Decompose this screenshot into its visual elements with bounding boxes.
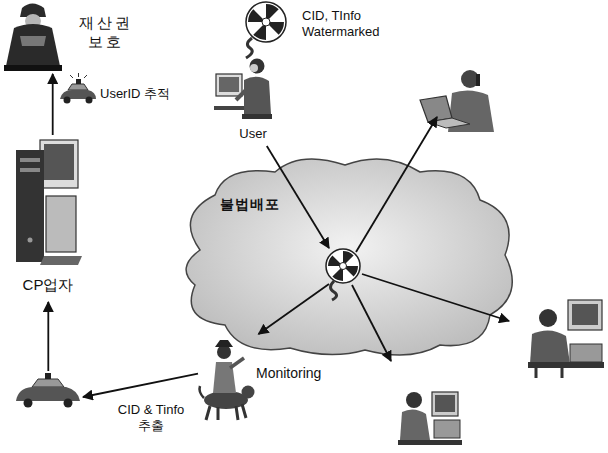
cd-icon: [246, 2, 286, 58]
rider-head: [217, 345, 231, 359]
drive-bay: [20, 168, 40, 172]
spread-arrow: [352, 285, 391, 361]
statue-arms: [20, 36, 46, 46]
car-siren: [45, 373, 51, 379]
node-label: CID, TInfo Watermarked: [302, 8, 396, 41]
rider-hat: [215, 340, 233, 347]
monitoring-icon: [200, 340, 255, 420]
person-icon: [398, 392, 462, 445]
body: [400, 409, 430, 440]
connector-line: [259, 284, 330, 334]
edge-label: CID & Tinfo 추출: [110, 402, 192, 435]
statue-node: 재산권 보호: [4, 2, 138, 74]
dog-legs: [206, 404, 246, 420]
legs: [536, 368, 562, 378]
head: [406, 392, 422, 408]
desk: [528, 362, 604, 368]
person-icon: [528, 300, 604, 378]
node-label: 불법배포: [220, 196, 310, 214]
statue-base: [4, 65, 62, 71]
car-wheel: [86, 97, 93, 104]
desk: [214, 106, 248, 110]
spread-arrow: [356, 117, 437, 252]
power-button: [28, 238, 33, 243]
cloud-node: 불법배포: [172, 160, 517, 330]
connector: [48, 302, 198, 397]
person-icon: [420, 70, 494, 132]
cd-sectors: [248, 4, 284, 40]
drive-bay: [20, 158, 40, 162]
cloud-shape: [186, 159, 512, 355]
face: [250, 64, 258, 72]
siren-rays: [70, 73, 87, 78]
edge-label: UserID 추적: [100, 86, 190, 102]
monitoring-node: Monitoring: [198, 334, 342, 422]
car-wheel: [24, 399, 33, 408]
statue-robe: [6, 24, 60, 66]
spread-arrow: [362, 274, 509, 321]
monitor-screen: [572, 304, 598, 325]
desk: [398, 440, 462, 445]
chair: [242, 114, 272, 119]
head: [539, 309, 557, 327]
node-label: User: [228, 126, 278, 142]
node-label: 재산권 보호: [76, 14, 136, 52]
head: [461, 70, 479, 88]
cd-node: CID, TInfo Watermarked: [240, 2, 398, 50]
car-siren: [76, 79, 81, 84]
car-window: [68, 84, 88, 90]
user-node: User: [214, 56, 280, 146]
rider-arm: [230, 358, 244, 368]
cp-node: CP업자: [12, 135, 86, 302]
computer-icon: [16, 140, 82, 265]
tower: [16, 150, 44, 262]
monitor-screen: [44, 144, 74, 180]
body: [530, 330, 570, 364]
dog-head: [242, 386, 255, 399]
monitor: [40, 140, 78, 188]
body: [244, 77, 271, 114]
dog-tail: [200, 386, 205, 398]
monitor-screen: [435, 395, 455, 412]
phone: [476, 74, 480, 86]
car-icon: [16, 373, 80, 408]
connector-line: [47, 302, 49, 371]
car-window: [32, 379, 64, 387]
connector-line: [52, 74, 54, 135]
car-wheel: [64, 399, 73, 408]
monitor: [216, 74, 242, 96]
connector-line: [83, 374, 198, 397]
cd-hole: [340, 263, 347, 270]
car-wheel: [64, 97, 71, 104]
cd-anchor: [325, 248, 363, 284]
connector: [259, 284, 330, 334]
cd-disc: [326, 249, 360, 283]
node-label: CP업자: [12, 276, 84, 295]
cd-sectors: [328, 251, 358, 281]
car-icon: [60, 73, 96, 104]
cd-disc: [246, 2, 286, 42]
computer-base: [434, 420, 460, 438]
cd-tail: [331, 281, 337, 300]
car-body: [16, 387, 80, 401]
server-box: [46, 196, 76, 252]
user-icon: [214, 59, 272, 120]
head: [250, 59, 265, 74]
node-label: Monitoring: [256, 365, 340, 383]
cd-hole: [262, 18, 270, 26]
arm: [236, 88, 248, 100]
computer-base: [570, 344, 602, 362]
keyboard: [40, 256, 82, 265]
monitor-screen: [219, 77, 239, 92]
monitor: [432, 392, 458, 416]
connector: [52, 74, 53, 135]
statue-icon: [4, 4, 62, 72]
cd-tail: [246, 38, 252, 58]
monitor: [568, 300, 602, 330]
